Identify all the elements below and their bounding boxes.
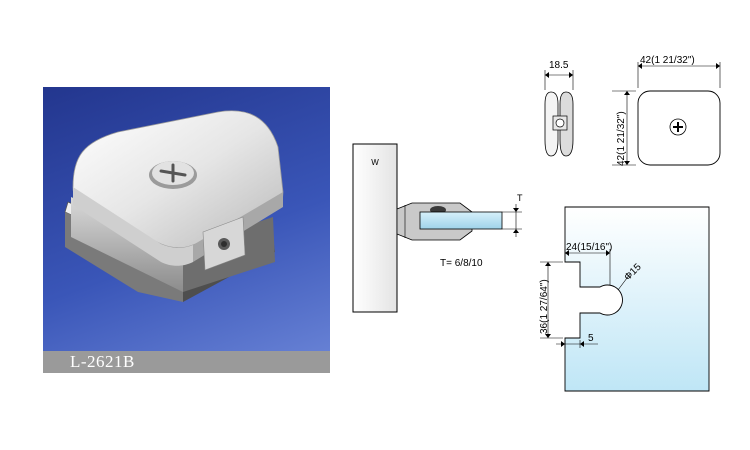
thickness-letter: T xyxy=(517,193,523,203)
clamp-front-profile: 18.5 xyxy=(544,60,574,157)
wall-mount-side-view: W T T= 6/8/10 xyxy=(352,143,523,313)
cutout-width-dimension: 24(15/16") xyxy=(566,242,612,253)
cutout-height-dimension: 36(1 27/64") xyxy=(539,279,550,334)
edge-offset-dimension: 5 xyxy=(588,333,594,344)
glass-cutout-view: 24(15/16") Φ15 36(1 27/64") 5 xyxy=(539,206,710,392)
wall-mark: W xyxy=(371,158,379,167)
model-label-bar xyxy=(43,351,330,373)
clamp-top-view: 42(1 21/32") 42(1 21/32") xyxy=(612,55,721,166)
thickness-values: T= 6/8/10 xyxy=(440,258,483,269)
product-photo xyxy=(43,87,330,373)
front-width-dimension: 18.5 xyxy=(549,60,569,71)
side-height-dimension: 42(1 21/32") xyxy=(616,111,627,166)
model-number: L-2621B xyxy=(70,352,135,371)
top-width-dimension: 42(1 21/32") xyxy=(640,55,695,66)
clamp-illustration xyxy=(64,110,284,302)
